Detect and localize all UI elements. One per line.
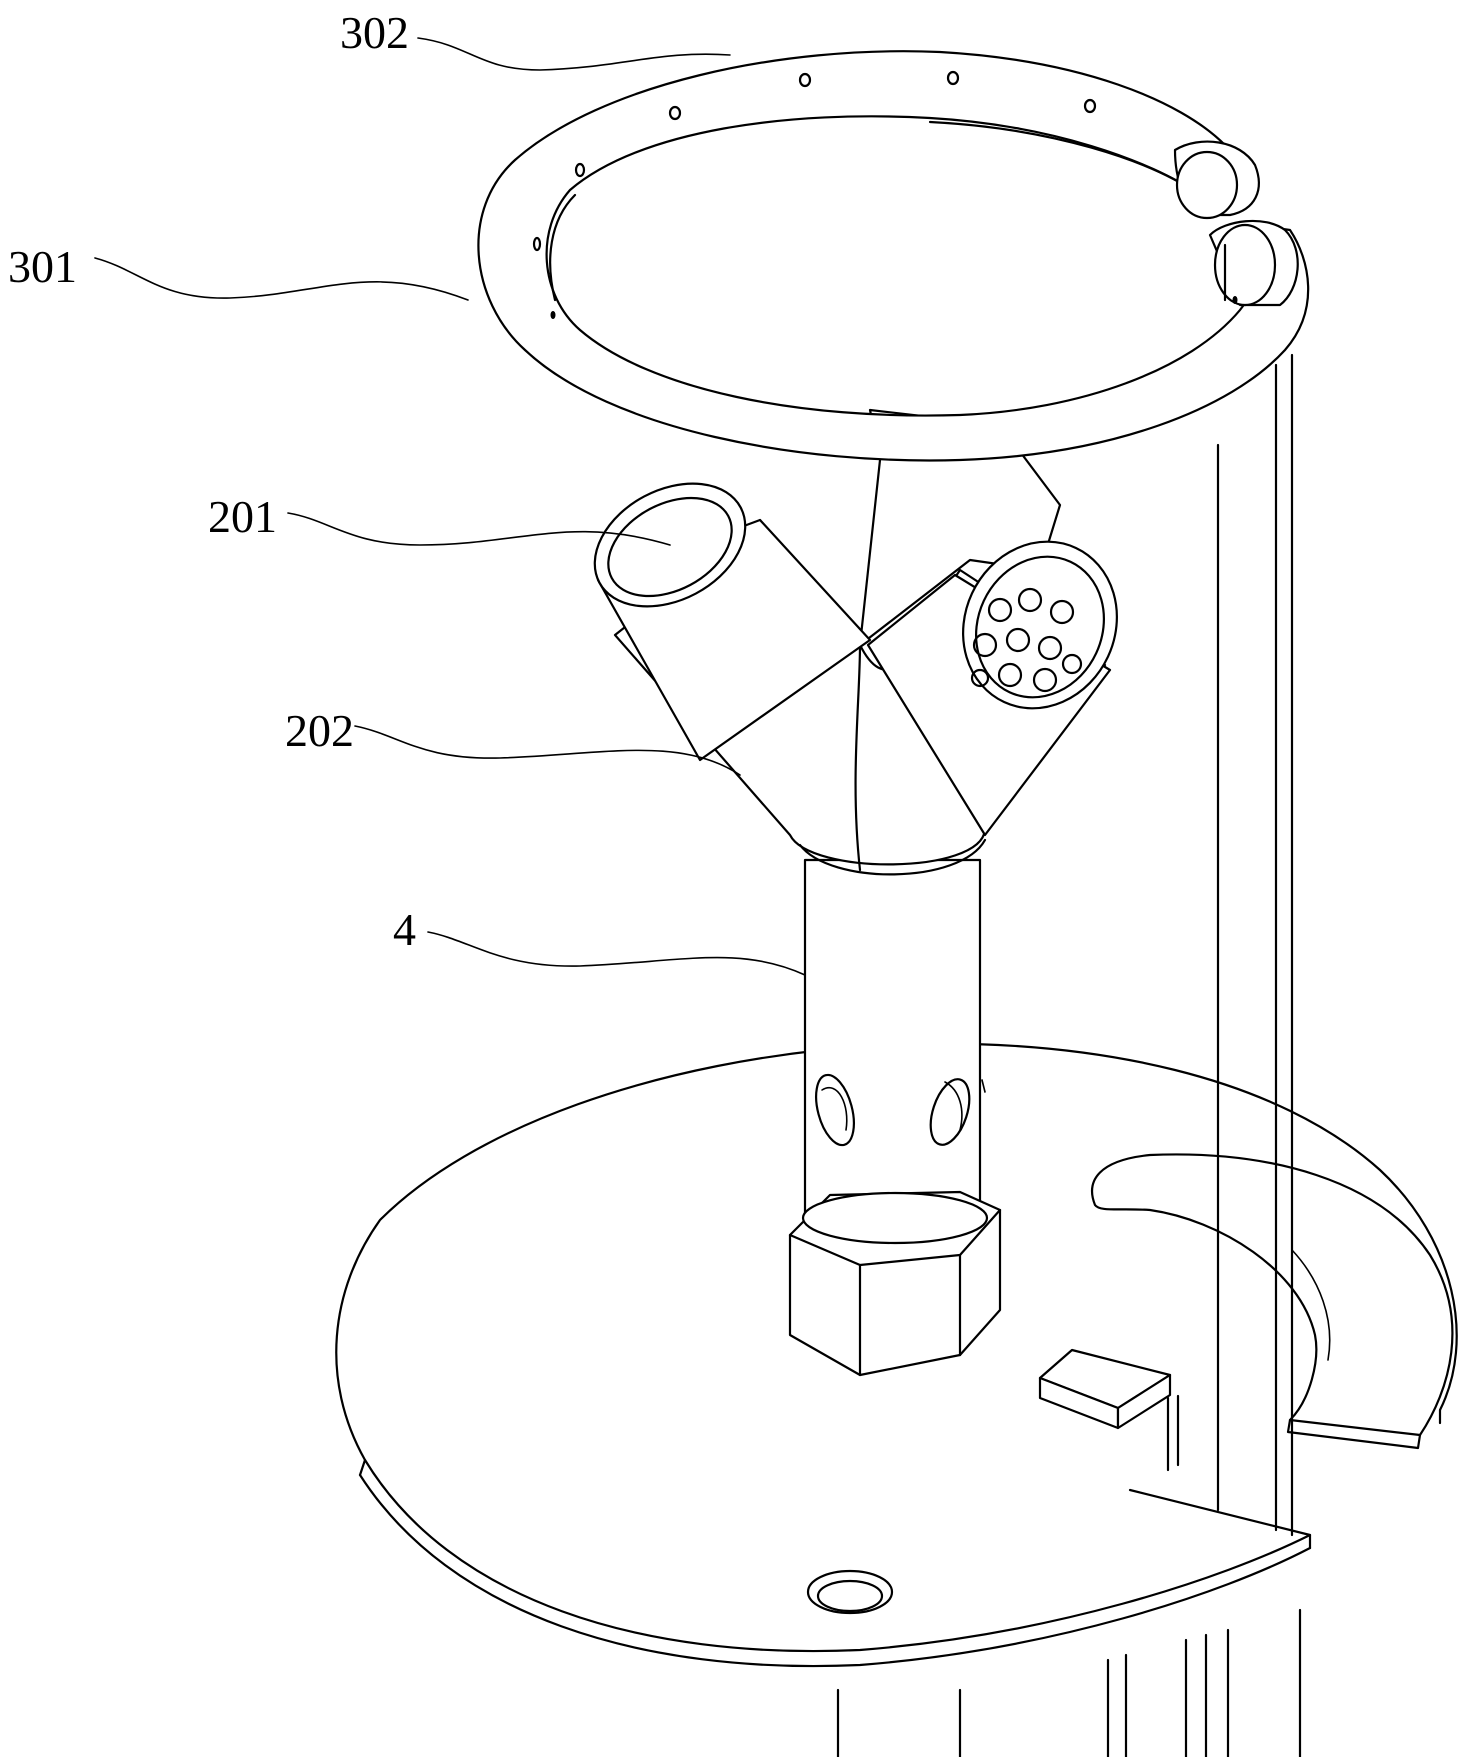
- label-202: 202: [285, 705, 354, 756]
- label-302: 302: [340, 7, 409, 58]
- label-301: 301: [8, 241, 77, 292]
- ring-end-bottom: [1210, 221, 1298, 305]
- main-pipe: [790, 860, 1000, 1375]
- ring-pipe: [478, 51, 1308, 460]
- label-4: 4: [393, 904, 416, 955]
- ring-end-top: [1175, 142, 1259, 218]
- leader-4: [428, 932, 805, 975]
- label-201: 201: [208, 491, 277, 542]
- leader-202: [355, 726, 740, 775]
- y-connector: [574, 410, 1144, 874]
- reference-labels: 302 301 201 202 4: [8, 7, 416, 955]
- leader-301: [95, 258, 468, 300]
- leader-302: [418, 38, 730, 70]
